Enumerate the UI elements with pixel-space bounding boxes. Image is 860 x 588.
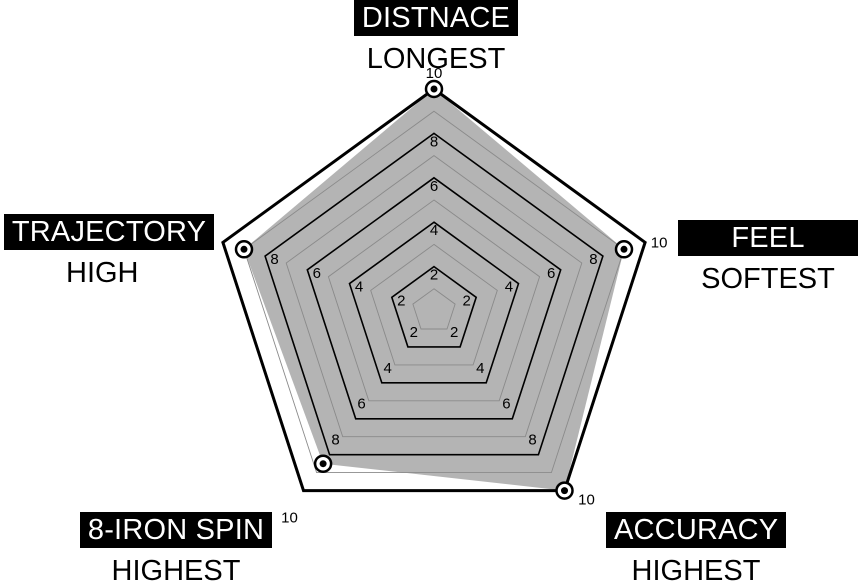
tick-label-distnace-6: 6 xyxy=(430,178,438,195)
tick-label-trajectory-8: 8 xyxy=(270,251,278,268)
grid-ring-5 xyxy=(327,199,541,402)
grid-ring-4 xyxy=(348,221,520,384)
tick-label-trajectory-6: 6 xyxy=(313,265,321,282)
data-area xyxy=(244,89,624,491)
tick-label-feel-4: 4 xyxy=(505,279,513,296)
tick-label-feel-10: 10 xyxy=(651,234,668,251)
grid-ring-8 xyxy=(264,132,604,456)
axis-label-trajectory: TRAJECTORY HIGH xyxy=(0,214,218,290)
axis-title-accuracy: ACCURACY xyxy=(606,512,787,548)
axis-sublabel-distance: LONGEST xyxy=(366,43,506,75)
point-dot-8-iron-spin xyxy=(319,460,327,468)
tick-label-feel-6: 6 xyxy=(547,265,555,282)
axis-sublabel-feel: SOFTEST xyxy=(701,263,835,295)
axis-sublabel-8-iron-spin: HIGHEST xyxy=(111,555,241,587)
axis-label-accuracy: ACCURACY HIGHEST xyxy=(606,512,787,588)
point-dot-distnace xyxy=(430,85,438,93)
axis-label-8-iron-spin: 8-IRON SPIN HIGHEST xyxy=(78,512,274,588)
tick-label-feel-2: 2 xyxy=(463,292,471,309)
tick-label-8-iron-spin-8: 8 xyxy=(331,432,339,449)
tick-label-accuracy-8: 8 xyxy=(528,432,536,449)
axis-title-distance: DISTNACE xyxy=(353,0,519,36)
axis-label-distance: DISTNACE LONGEST xyxy=(346,0,526,76)
axis-title-feel: FEEL xyxy=(678,220,858,256)
grid-ring-7 xyxy=(285,155,583,438)
grid-ring-2 xyxy=(390,265,478,348)
tick-label-8-iron-spin-10: 10 xyxy=(281,510,298,527)
tick-label-accuracy-6: 6 xyxy=(502,396,510,413)
tick-label-8-iron-spin-4: 4 xyxy=(384,360,392,377)
axis-sublabel-accuracy: HIGHEST xyxy=(631,555,761,587)
grid-ring-1 xyxy=(412,288,456,330)
tick-label-feel-8: 8 xyxy=(589,251,597,268)
tick-label-distnace-8: 8 xyxy=(430,133,438,150)
tick-label-distnace-10: 10 xyxy=(426,65,443,82)
tick-label-trajectory-2: 2 xyxy=(397,292,405,309)
tick-label-accuracy-10: 10 xyxy=(578,492,595,509)
axis-title-8-iron-spin: 8-IRON SPIN xyxy=(79,512,273,548)
point-dot-trajectory xyxy=(240,245,248,253)
grid-ring-10 xyxy=(221,87,647,493)
point-dot-accuracy xyxy=(561,487,568,495)
tick-label-trajectory-4: 4 xyxy=(355,279,363,296)
grid-ring-9 xyxy=(243,110,625,474)
grid-ring-3 xyxy=(370,243,498,366)
axis-label-feel: FEEL SOFTEST xyxy=(678,220,858,296)
tick-label-distnace-4: 4 xyxy=(430,222,438,239)
tick-label-8-iron-spin-2: 2 xyxy=(410,324,418,341)
tick-label-accuracy-4: 4 xyxy=(476,360,484,377)
axis-title-trajectory: TRAJECTORY xyxy=(3,214,215,250)
tick-label-8-iron-spin-6: 6 xyxy=(357,396,365,413)
tick-label-accuracy-2: 2 xyxy=(450,324,458,341)
tick-label-distnace-2: 2 xyxy=(430,267,438,284)
point-dot-feel xyxy=(620,245,628,253)
axis-sublabel-trajectory: HIGH xyxy=(66,257,139,289)
grid-ring-6 xyxy=(306,176,562,420)
